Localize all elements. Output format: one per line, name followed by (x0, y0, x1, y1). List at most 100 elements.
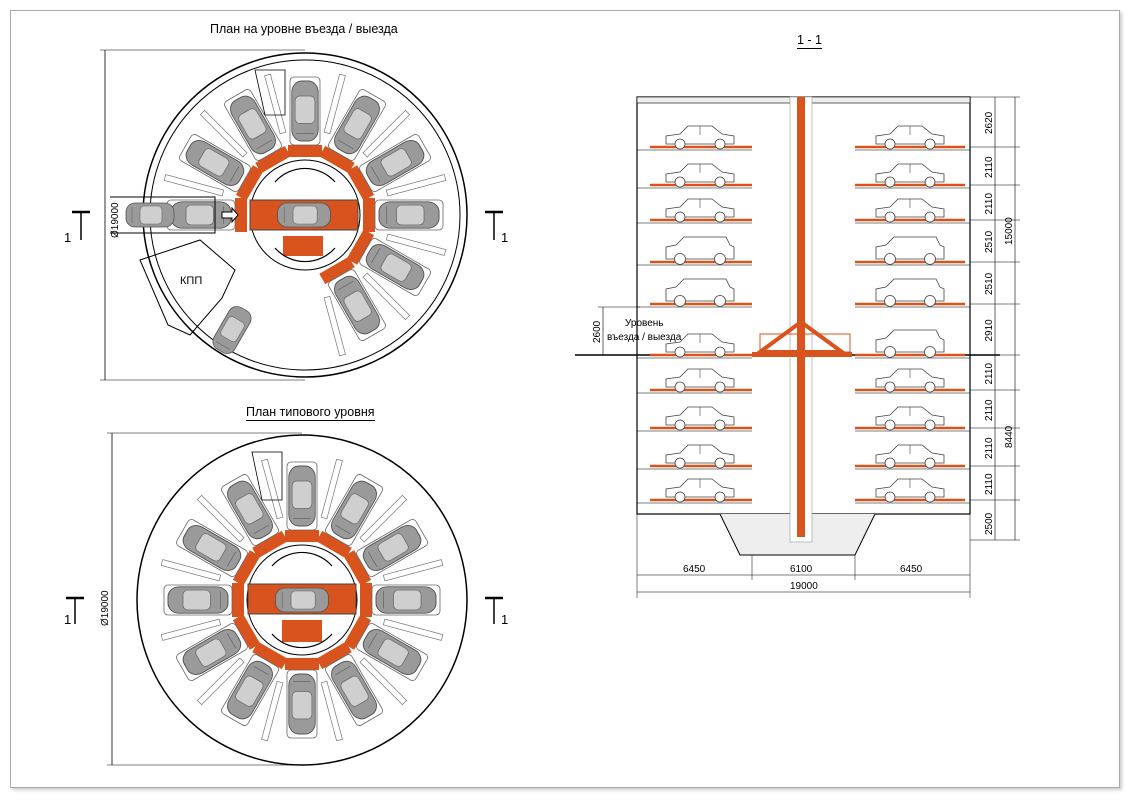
typical-parked-car (375, 586, 437, 614)
typical-bay-bracket (252, 530, 288, 559)
entry-bay-bracket (346, 165, 375, 201)
typical-bay-bracket (232, 550, 261, 586)
typical-divider-bar (320, 458, 343, 520)
entry-level-height: 2600 (592, 320, 603, 343)
entry-bay-divider (199, 109, 248, 158)
entry-stair (254, 69, 286, 116)
typical-divider-bar (382, 559, 444, 582)
entry-bay (179, 134, 264, 201)
entry-divider-bar (323, 73, 346, 135)
lift-railing (759, 333, 851, 353)
typical-bay-bracket (316, 641, 352, 670)
right-level-dim: 2110 (984, 363, 995, 385)
typical-bay-bracket (232, 583, 244, 617)
lift-platform-section (752, 352, 852, 357)
typical-bay (176, 519, 261, 586)
entry-section-mark-left: 1 (64, 230, 71, 245)
typical-bay-bracket (232, 614, 261, 650)
right-level-dim: 2910 (984, 319, 995, 342)
section-levels (637, 125, 970, 504)
entry-bay (166, 198, 247, 232)
right-level-dim: 2110 (984, 193, 995, 215)
typical-bay-divider (261, 680, 284, 742)
typical-bay-divider (382, 618, 444, 641)
typical-lift-car (275, 587, 329, 613)
entry-bay-bracket (319, 256, 355, 285)
entry-bay-divider (323, 295, 346, 357)
typical-bay-divider (196, 657, 245, 706)
typical-diameter-label: Ø19000 (100, 590, 111, 626)
typical-divider-bar (359, 494, 408, 543)
entry-bay-bracket (255, 145, 291, 174)
typical-divider-bar (196, 657, 245, 706)
typical-lift-mechanism (282, 620, 322, 642)
entry-bay (346, 229, 431, 296)
typical-bay-bracket (316, 530, 352, 559)
entry-bay-bracket (235, 198, 247, 232)
entry-bay-divider (323, 73, 346, 135)
typical-divider-bar (382, 618, 444, 641)
typical-divider-bar (261, 680, 284, 742)
entry-lift-car (277, 202, 331, 228)
entry-bay-divider (163, 174, 225, 197)
entry-divider-bar (323, 295, 346, 357)
bottom-dim-middle: 6100 (790, 564, 813, 575)
typical-bay-bracket (343, 550, 372, 586)
typical-parking-bays (160, 458, 444, 742)
entry-rotation-arrow-top (274, 167, 336, 183)
entry-gate (110, 196, 216, 234)
entry-bay-divider (362, 109, 411, 158)
entry-bay (346, 134, 431, 201)
typical-bay-bracket (285, 530, 319, 542)
typical-bay (221, 474, 288, 559)
entry-parked-car (291, 80, 319, 142)
entry-bay-divider (385, 233, 447, 256)
entry-level-label-line1: Уровень (625, 318, 664, 329)
typical-bay (343, 519, 428, 586)
pit-dim: 2500 (984, 512, 995, 535)
right-level-dim: 2510 (984, 272, 995, 295)
typical-bay-divider (320, 680, 343, 742)
entry-bay-bracket (235, 165, 264, 201)
typical-bay-divider (261, 458, 284, 520)
entry-divider-bar (362, 272, 411, 321)
typical-divider-bar (196, 494, 245, 543)
entry-level-plan: КПП Ø19000 1 1 (64, 49, 508, 381)
entry-parking-bays (163, 73, 447, 357)
typical-bay-divider (160, 559, 222, 582)
typical-bay-bracket (285, 658, 319, 670)
lift-mast (797, 97, 805, 537)
typical-bay-bracket (252, 641, 288, 670)
entry-bay-divider (385, 174, 447, 197)
typical-section-mark-right: 1 (501, 612, 508, 627)
typical-bay-bracket (343, 614, 372, 650)
entry-bay-divider (264, 73, 287, 135)
entry-bay (319, 256, 386, 341)
typical-rotation-arrow-top (271, 551, 333, 567)
typical-bay (285, 461, 319, 542)
typical-stair (251, 451, 283, 501)
entry-bay-bracket (288, 145, 322, 157)
typical-bay (163, 583, 244, 617)
right-total-upper: 15000 (1004, 217, 1015, 245)
typical-divider-bar (160, 618, 222, 641)
sheet-frame (10, 10, 1120, 788)
typical-parked-car (288, 465, 316, 527)
entry-divider-bar (385, 233, 447, 256)
typical-bay-divider (382, 559, 444, 582)
right-level-dim: 2620 (984, 111, 995, 134)
section-view: Уровень въезда / выезда 2600 26202110211… (575, 96, 1020, 598)
right-level-dim: 2110 (984, 399, 995, 421)
entry-bay-bracket (363, 198, 375, 232)
entry-bay-bracket (319, 145, 355, 174)
bottom-dim-left: 6450 (683, 564, 706, 575)
entry-lift-mechanism (283, 236, 323, 256)
typical-parked-car (288, 673, 316, 735)
plan-entry-title: План на уровне въезда / выезда (210, 22, 398, 36)
typical-bay-divider (196, 494, 245, 543)
checkpoint-room (139, 239, 236, 336)
entry-diameter-label: Ø19000 (110, 202, 121, 238)
section-title: 1 - 1 (797, 33, 823, 49)
entry-rotation-arrow-bottom (274, 247, 336, 263)
